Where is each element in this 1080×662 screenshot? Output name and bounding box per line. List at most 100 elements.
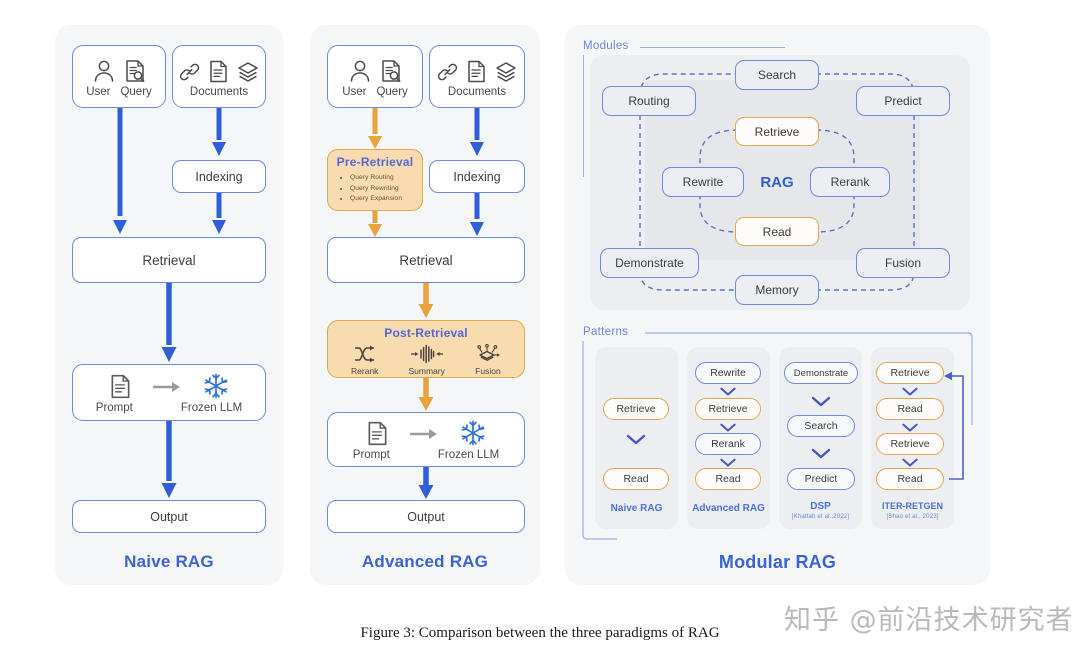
advanced-user-label: User <box>342 86 367 98</box>
advanced-user-query-icons <box>349 57 402 83</box>
advanced-indexing-to-retrieval-arrow <box>469 193 485 237</box>
advanced-user-query-box: User Query <box>327 45 423 108</box>
pattern-step-label: Predict <box>804 473 838 485</box>
pattern-step-label: Rewrite <box>710 367 746 379</box>
pattern-step-read[interactable]: Read <box>603 468 669 490</box>
pattern-step-label: Demonstrate <box>793 367 849 379</box>
pattern-name-naive: Naive RAG <box>610 503 663 514</box>
pattern-chevron-icon <box>626 434 646 445</box>
advanced-post-retrieval-box: Post-Retrieval Rerank <box>327 320 525 378</box>
advanced-rag-title: Advanced RAG <box>361 552 489 571</box>
pattern-step-demonstrate[interactable]: Demonstrate <box>784 362 858 384</box>
naive-generation-icons <box>110 373 229 399</box>
patterns-section-label: Patterns <box>583 326 629 338</box>
pre-retrieval-bullet: Query Routing <box>350 173 422 184</box>
advanced-documents-label: Documents <box>447 86 507 98</box>
advanced-postretrieval-to-generation-arrow <box>418 378 434 412</box>
pattern-chevron-icon <box>902 387 918 396</box>
naive-indexing-to-retrieval-arrow <box>211 193 227 236</box>
pattern-step-retrieve[interactable]: Retrieve <box>876 433 944 455</box>
pattern-chevron-icon <box>720 458 736 467</box>
post-retrieval-item-summary: Summary <box>409 344 445 376</box>
post-retrieval-label: Summary <box>408 366 445 376</box>
module-demonstrate[interactable]: Demonstrate <box>600 248 699 278</box>
pattern-step-label: Retrieve <box>890 367 930 379</box>
naive-query-to-retrieval-arrow <box>112 108 128 236</box>
advanced-output-box: Output <box>327 500 525 533</box>
modular-rag-title: Modular RAG <box>718 552 837 572</box>
pattern-chevron-icon <box>720 387 736 396</box>
advanced-preretrieval-to-retrieval-arrow <box>367 211 383 238</box>
fusion-layers-icon <box>477 344 500 361</box>
pattern-citation-dsp: [Khattab et al.,2022] <box>791 513 850 520</box>
module-predict[interactable]: Predict <box>856 86 950 116</box>
naive-user-label: User <box>86 86 111 98</box>
document-icon <box>468 60 485 83</box>
advanced-documents-label-row: Documents <box>448 86 506 98</box>
pattern-step-label: Read <box>715 473 741 485</box>
pattern-step-label: Retrieve <box>616 403 656 415</box>
modules-section-label: Modules <box>583 40 629 52</box>
pattern-step-label: Read <box>897 403 923 415</box>
pattern-chevron-icon <box>720 423 736 432</box>
pattern-step-retrieve[interactable]: Retrieve <box>695 398 761 420</box>
naive-user-query-icons <box>93 57 146 83</box>
watermark: 知乎 @前沿技术研究者 <box>784 605 1074 636</box>
naive-retrieval-label: Retrieval <box>142 252 196 268</box>
pattern-step-retrieve[interactable]: Retrieve <box>603 398 669 420</box>
pre-retrieval-bullets: Query Routing Query Rewriting Query Expa… <box>328 173 422 205</box>
advanced-query-to-preretrieval-arrow <box>367 108 383 150</box>
link-icon <box>437 63 458 81</box>
advanced-output-label: Output <box>407 509 445 524</box>
pattern-step-label: Search <box>804 420 838 432</box>
advanced-prompt-label: Prompt <box>352 449 390 461</box>
naive-output-label: Output <box>150 509 188 524</box>
pattern-step-predict[interactable]: Predict <box>787 468 855 490</box>
pattern-step-retrieve[interactable]: Retrieve <box>876 362 944 384</box>
query-icon <box>381 60 400 82</box>
post-retrieval-item-rerank: Rerank <box>351 344 378 376</box>
module-rewrite[interactable]: Rewrite <box>662 167 744 197</box>
module-label: Demonstrate <box>615 256 684 270</box>
post-retrieval-label: Rerank <box>351 366 379 376</box>
pattern-step-read[interactable]: Read <box>876 398 944 420</box>
pattern-step-read[interactable]: Read <box>876 468 944 490</box>
module-routing[interactable]: Routing <box>602 86 696 116</box>
pre-retrieval-bullet: Query Expansion <box>350 194 422 205</box>
module-read[interactable]: Read <box>735 217 819 246</box>
modules-rag-core-label: RAG <box>760 173 794 191</box>
module-rerank[interactable]: Rerank <box>810 167 890 197</box>
module-memory[interactable]: Memory <box>735 275 819 305</box>
advanced-generation-labels: Prompt Frozen LLM <box>353 449 499 461</box>
arrow-right-icon <box>152 382 180 392</box>
advanced-frozen-llm-label: Frozen LLM <box>437 449 500 461</box>
pattern-chevron-icon <box>902 458 918 467</box>
module-fusion[interactable]: Fusion <box>856 248 950 278</box>
naive-retrieval-box: Retrieval <box>72 237 266 283</box>
pattern-step-read[interactable]: Read <box>695 468 761 490</box>
naive-prompt-label: Prompt <box>95 402 133 414</box>
naive-indexing-box: Indexing <box>172 160 266 193</box>
advanced-documents-to-indexing-arrow <box>469 108 485 158</box>
figure-caption: Figure 3: Comparison between the three p… <box>360 625 720 641</box>
pattern-step-rerank[interactable]: Rerank <box>695 433 761 455</box>
module-label: Retrieve <box>754 124 800 139</box>
naive-output-box: Output <box>72 500 266 533</box>
module-search[interactable]: Search <box>735 60 819 90</box>
module-retrieve[interactable]: Retrieve <box>735 117 819 146</box>
pattern-step-search[interactable]: Search <box>787 415 855 437</box>
pattern-name-dsp: DSP <box>810 501 831 512</box>
pattern-step-label: Retrieve <box>708 403 748 415</box>
module-label: Rerank <box>830 175 870 189</box>
naive-documents-box: Documents <box>172 45 266 108</box>
pattern-name-iter-retgen: ITER-RETGEN <box>881 501 943 511</box>
post-retrieval-title: Post-Retrieval <box>384 326 468 340</box>
naive-frozen-llm-label: Frozen LLM <box>180 402 243 414</box>
module-label: Predict <box>884 94 922 108</box>
pattern-chevron-icon <box>902 423 918 432</box>
document-icon <box>210 60 227 83</box>
module-label: Memory <box>755 283 799 297</box>
pattern-step-rewrite[interactable]: Rewrite <box>695 362 761 384</box>
pattern-loop-arrow <box>944 371 964 480</box>
